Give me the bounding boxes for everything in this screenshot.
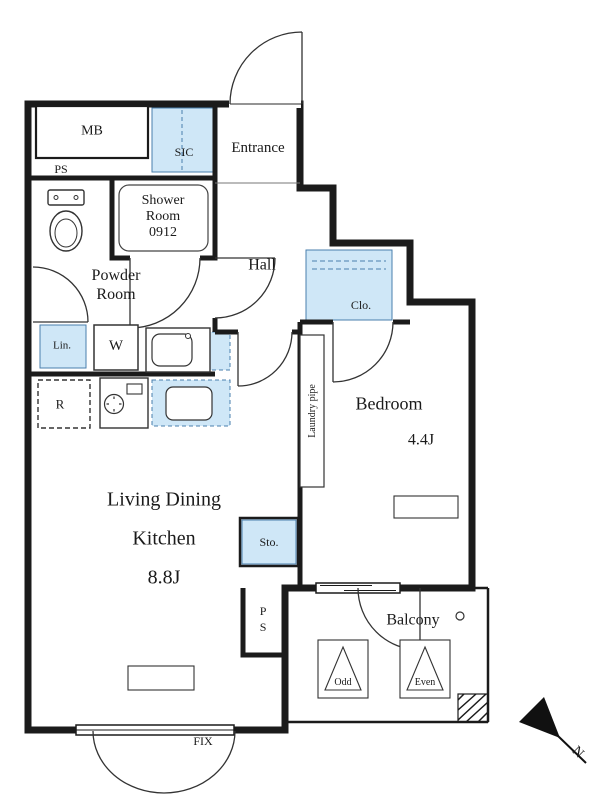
- kitchen-sink-icon: [165, 386, 213, 421]
- ldk-door-arc: [237, 331, 293, 387]
- label-powder-room: Powder Room: [91, 267, 141, 303]
- washer-icon: [93, 324, 139, 371]
- bedroom-furniture: [393, 495, 459, 519]
- laundry-pipe-shaft: [299, 334, 325, 488]
- label-pipe-space-bottom: PS: [256, 604, 271, 636]
- stove-icon: [99, 377, 149, 429]
- label-closet: Clo.: [350, 297, 372, 312]
- closet-hanger-lines: [312, 260, 386, 270]
- refrigerator-space-icon: [37, 379, 91, 429]
- furniture: [127, 495, 459, 691]
- label-storage: Sto.: [259, 534, 279, 549]
- balcony-partition-hatch: [457, 693, 489, 723]
- shower-pan-icon: [118, 184, 209, 252]
- storage-walls: [238, 516, 300, 568]
- fix-window: [75, 724, 235, 736]
- label-shoe-closet: SIC: [174, 144, 194, 159]
- vanity-icon: [145, 327, 211, 373]
- entrance-door-arc: [229, 31, 303, 105]
- bedroom-door-arc: [332, 321, 394, 383]
- label-odd: Odd: [334, 677, 352, 689]
- ldk-furniture: [127, 665, 195, 691]
- highlight-areas: [39, 107, 393, 565]
- linen-area: [39, 324, 87, 369]
- label-shower-room: Shower Room 0912: [141, 192, 185, 241]
- label-even: Even: [414, 677, 436, 689]
- label-balcony: Balcony: [386, 611, 440, 629]
- shoe-closet-area: [151, 107, 216, 173]
- storage-area: [241, 519, 297, 565]
- fix-window-arc: [92, 730, 236, 794]
- shower-door-arc: [129, 257, 201, 329]
- balcony-marker-circle: [455, 611, 465, 621]
- odd-stand-triangle: [324, 645, 362, 691]
- toilet-icon: [47, 189, 85, 252]
- label-bedroom: Bedroom: [355, 393, 423, 414]
- powder-door-arc: [214, 257, 276, 319]
- label-ldk: Living Dining Kitchen 8.8J: [107, 488, 221, 589]
- label-refrigerator: R: [55, 396, 65, 412]
- odd-even-stands: [317, 639, 451, 699]
- even-stand-triangle: [406, 645, 444, 691]
- toilet-door-arc: [32, 266, 89, 323]
- compass-icon: [519, 697, 587, 764]
- label-linen: Lin.: [52, 339, 72, 352]
- label-washer: W: [108, 338, 124, 355]
- meter-box: [34, 104, 150, 160]
- interior-walls: [28, 104, 410, 658]
- closet-area: [305, 249, 393, 321]
- label-hall: Hall: [248, 256, 276, 274]
- label-laundry-pipe: Laundry pipe: [307, 384, 319, 438]
- label-entrance: Entrance: [231, 140, 285, 157]
- label-pipe-space-top: PS: [54, 161, 68, 176]
- label-meter-box: MB: [81, 123, 103, 139]
- label-fix-window: FIX: [193, 733, 213, 748]
- label-bedroom-size: 4.4J: [407, 431, 435, 449]
- outer-walls: [24, 100, 476, 734]
